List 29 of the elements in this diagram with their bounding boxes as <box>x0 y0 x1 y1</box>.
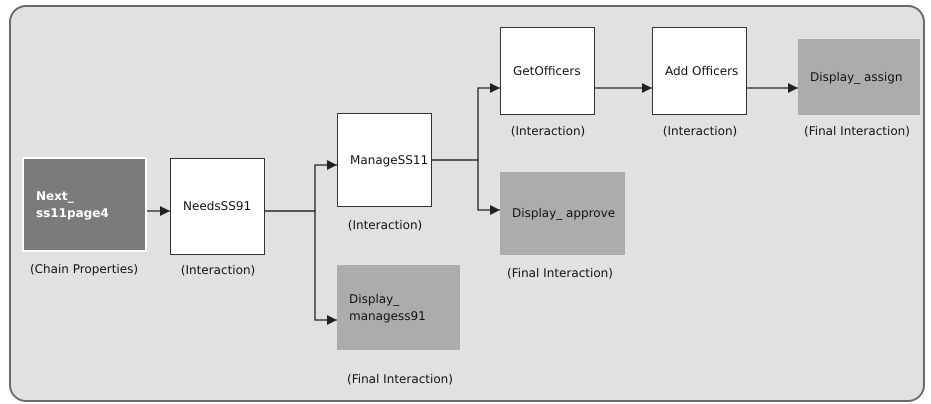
arrow <box>147 206 170 216</box>
node-label: GetOfficers <box>513 62 581 80</box>
process-box <box>337 113 432 207</box>
process-box <box>170 158 265 255</box>
caption-text: (Chain Properties) <box>30 262 138 276</box>
process-box <box>500 172 625 255</box>
node-label: ManageSS11 <box>350 152 428 168</box>
node-label: Add Officers <box>665 62 738 80</box>
node-label: NeedsSS91 <box>183 198 252 215</box>
caption-text: (Final Interaction) <box>347 372 453 386</box>
arrow <box>432 159 500 215</box>
arrow <box>595 83 652 93</box>
caption-text: (Final Interaction) <box>804 124 910 138</box>
node-label: Next_ ss11page4 <box>36 188 110 222</box>
process-box <box>652 27 747 115</box>
process-box <box>500 27 595 115</box>
process-box <box>337 265 460 350</box>
process-box <box>22 157 147 252</box>
caption-text: (Interaction) <box>180 263 256 277</box>
caption-text: (Interaction) <box>348 218 422 232</box>
node-label: Display_ approve <box>512 205 616 222</box>
caption-text: (Interaction) <box>510 124 586 138</box>
arrow <box>747 83 798 93</box>
node-label: Display_ assign <box>810 68 902 86</box>
process-box <box>798 39 920 115</box>
arrow <box>265 210 337 325</box>
caption-text: (Final Interaction) <box>507 266 613 280</box>
caption-text: (Interaction) <box>662 124 738 138</box>
node-label: Display_ managess91 <box>349 290 427 324</box>
